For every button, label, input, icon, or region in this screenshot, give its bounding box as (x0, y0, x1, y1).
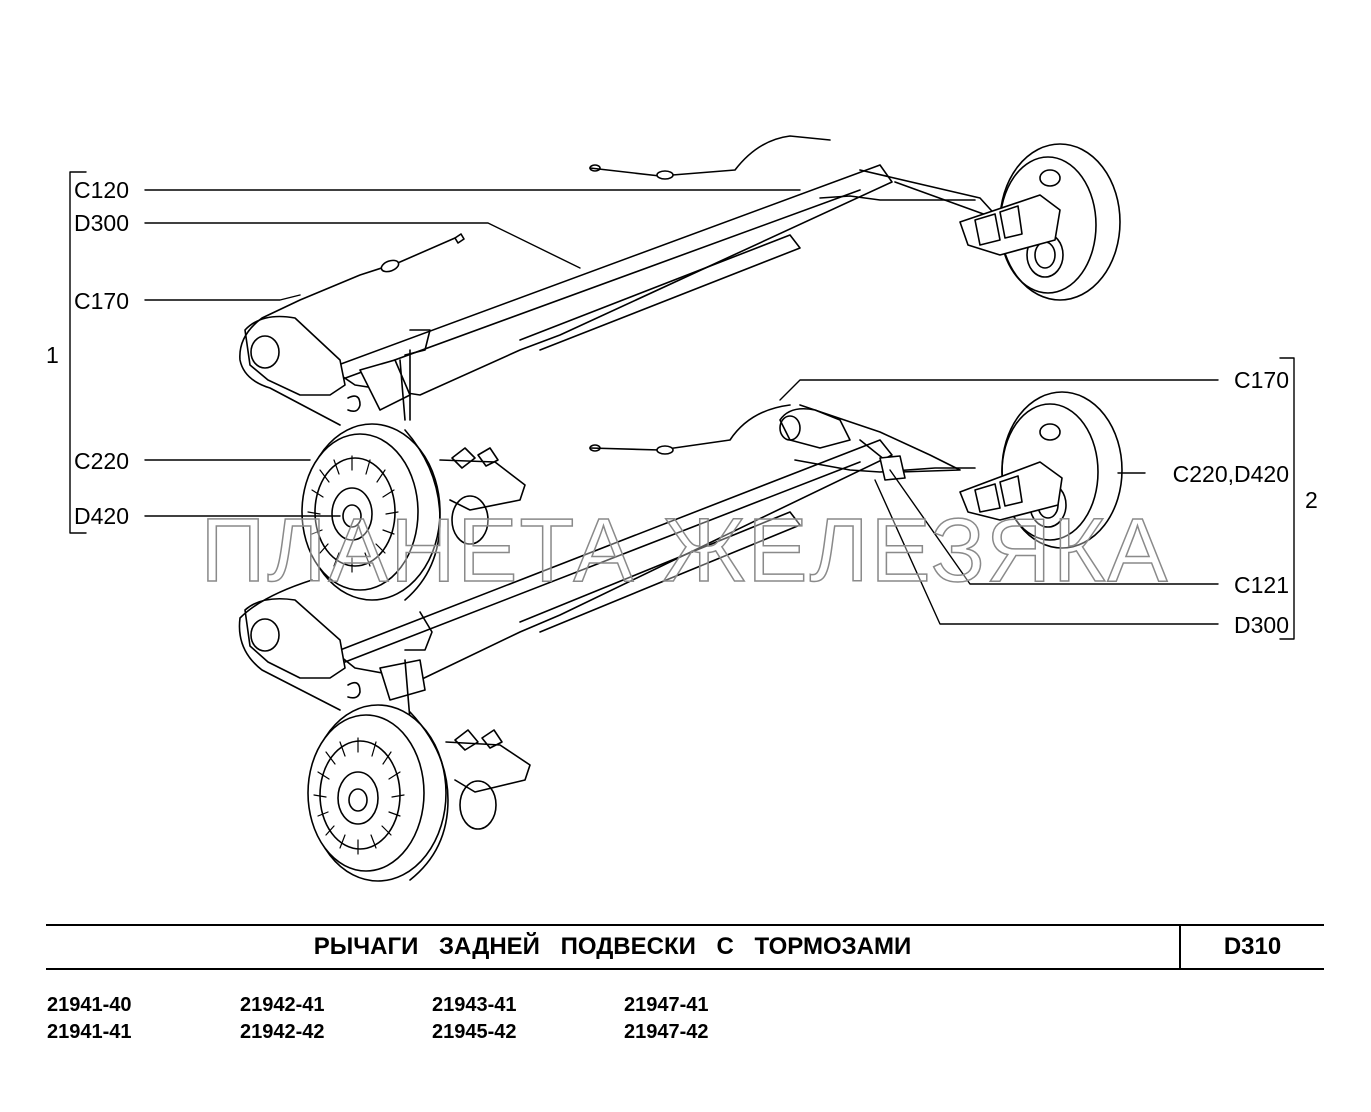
model-number: 21941-40 (47, 994, 132, 1016)
model-number: 21947-41 (624, 994, 709, 1016)
callout-c121-right: C121 (1234, 572, 1289, 598)
callout-c220: C220 (74, 448, 129, 474)
callout-d300-right: D300 (1234, 612, 1289, 638)
assembly-2-beam (244, 404, 961, 721)
model-number: 21947-42 (624, 1021, 709, 1043)
model-number: 21942-42 (240, 1021, 325, 1043)
callout-c170-right: C170 (1234, 367, 1289, 393)
callout-c120: C120 (74, 177, 129, 203)
suspension-arms-drawing (69, 135, 1295, 882)
model-number: 21945-42 (432, 1021, 517, 1043)
group-2-label: 2 (1305, 487, 1318, 513)
section-code: D310 (1223, 933, 1282, 960)
title-separator (1179, 926, 1181, 968)
leader-lines (144, 189, 1219, 625)
assembly-1-front-drum (301, 423, 526, 601)
assembly-2-rear-drum (959, 391, 1123, 549)
model-number: 21942-41 (240, 994, 325, 1016)
title-bar: РЫЧАГИ ЗАДНЕЙ ПОДВЕСКИ С ТОРМОЗАМИ D310 (46, 924, 1324, 970)
callout-d300: D300 (74, 210, 129, 236)
assembly-1-rear-drum (959, 143, 1121, 301)
assembly-2-cable (238, 404, 976, 711)
page-title: РЫЧАГИ ЗАДНЕЙ ПОДВЕСКИ С ТОРМОЗАМИ (313, 933, 912, 960)
model-number: 21943-41 (432, 994, 517, 1016)
callout-d420: D420 (74, 503, 129, 529)
assembly-1-beam (244, 164, 1001, 421)
assembly-1-cable (239, 135, 976, 426)
model-number: 21941-41 (47, 1021, 132, 1043)
group-1-label: 1 (46, 342, 59, 368)
callout-c220-d420-right: C220,D420 (1172, 461, 1289, 487)
callout-c170: C170 (74, 288, 129, 314)
group-brackets (69, 171, 1295, 640)
assembly-2-front-drum (307, 704, 531, 882)
